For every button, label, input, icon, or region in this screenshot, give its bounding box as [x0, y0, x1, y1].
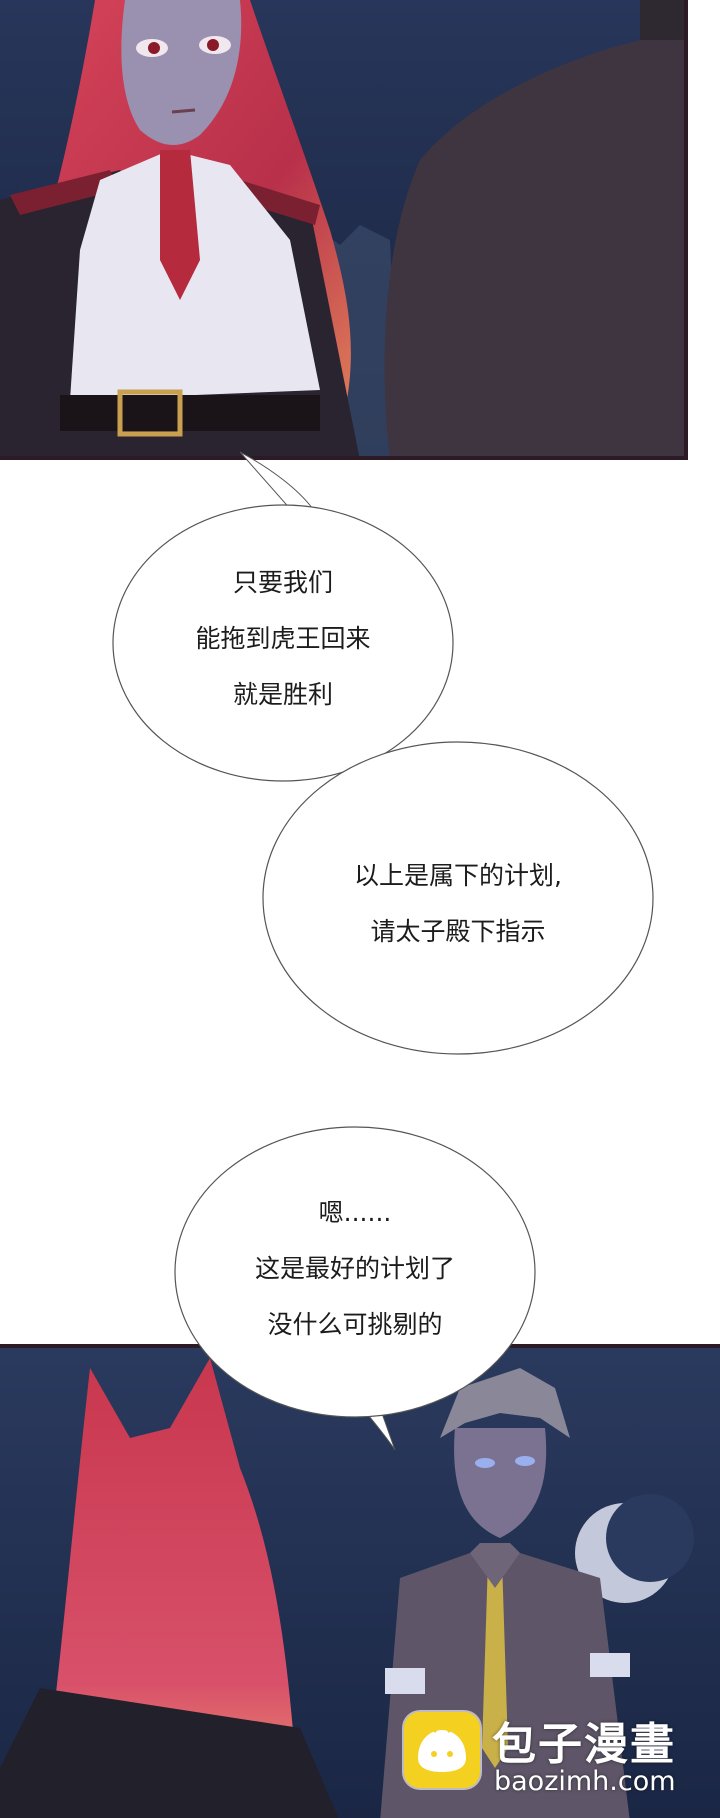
youth-tie: [482, 1560, 508, 1768]
officer-mouth: [171, 108, 196, 114]
bubble-2-line-2: 请太子殿下指示: [370, 917, 546, 946]
youth-left-eye: [475, 1458, 495, 1468]
moon-shadow: [606, 1494, 694, 1582]
bubble-2-line-1: 以上是属下的计划,: [354, 861, 562, 890]
left-iris: [148, 42, 160, 54]
youth-right-eye: [515, 1456, 535, 1466]
watermark: 包子漫畫 baozimh.com: [400, 1704, 700, 1804]
youth-face: [454, 1428, 547, 1538]
bubble-1-line-2: 能拖到虎王回来: [195, 624, 371, 653]
left-epaulette: [10, 170, 118, 215]
officer-hair: [10, 0, 351, 430]
right-epaulette: [235, 180, 320, 225]
youth-collar: [470, 1543, 520, 1588]
right-iris: [207, 39, 219, 51]
bubble-3-line-1: 嗯......: [318, 1198, 392, 1227]
top-panel-art: [0, 0, 684, 456]
belt-buckle: [117, 389, 183, 437]
bubble-3-line-3: 没什么可挑剔的: [267, 1310, 443, 1339]
officer-tie: [160, 150, 200, 300]
watermark-name: 包子漫畫: [492, 1719, 676, 1770]
dark-figure-shoulder: [640, 0, 684, 40]
fox-figure-coat: [0, 1688, 339, 1818]
bun-logo-icon: [404, 1712, 480, 1788]
top-panel: [0, 0, 688, 460]
officer-shirt: [70, 150, 320, 400]
bubble-1-line-3: 就是胜利: [232, 680, 333, 709]
bubble-3-line-2: 这是最好的计划了: [254, 1254, 455, 1283]
bubble-1-line-1: 只要我们: [232, 568, 333, 597]
bubble-1-text: 只要我们 能拖到虎王回来 就是胜利: [113, 555, 453, 723]
youth-right-sleeve: [590, 1653, 630, 1677]
officer-belt: [60, 395, 320, 431]
dark-figure: [384, 30, 684, 456]
bubble-2-text: 以上是属下的计划, 请太子殿下指示: [268, 848, 648, 960]
bubble-3-text: 嗯...... 这是最好的计划了 没什么可挑剔的: [180, 1185, 530, 1353]
youth-left-sleeve: [385, 1668, 425, 1694]
watermark-url: baozimh.com: [494, 1766, 676, 1797]
